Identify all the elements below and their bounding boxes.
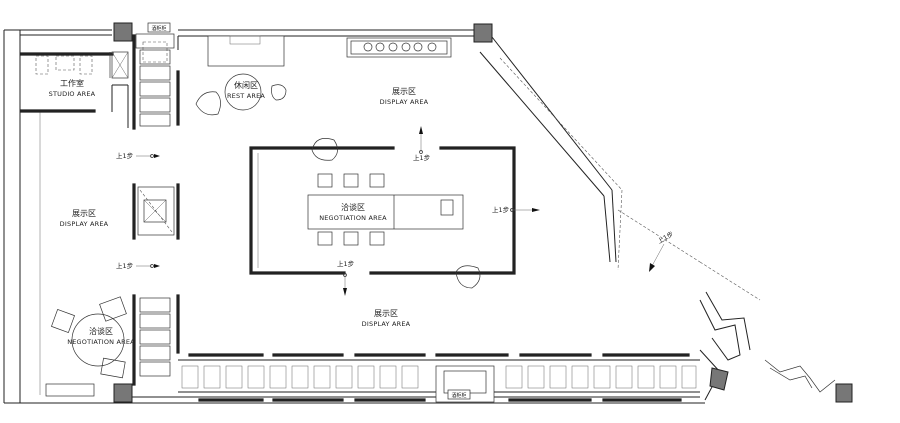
outer-walls [3, 29, 836, 404]
top-service-block: 酒柜柜 [132, 22, 180, 130]
display-area-left-label-en: DISPLAY AREA [60, 220, 109, 228]
negotiation-area-center-label-en: NEGOTIATION AREA [319, 214, 387, 222]
negotiation-area-left-label-en: NEGOTIATION AREA [67, 338, 135, 346]
display-cells [181, 365, 697, 389]
step-label-diagonal: 上1步 [656, 229, 676, 246]
bottom-cabinet-label: 酒柜柜 [451, 392, 466, 399]
step-label-bottom-center: 上1步 [337, 259, 355, 268]
rest-area-label-zh: 休闲区 [234, 80, 258, 90]
top-cabinet-label: 酒柜柜 [151, 25, 166, 32]
studio-area-label-en: STUDIO AREA [49, 90, 96, 98]
left-display-area: 展示区 DISPLAY AREA [60, 183, 180, 240]
center-negotiation-room: 洽谈区 NEGOTIATION AREA [249, 138, 516, 289]
display-area-top-label-zh: 展示区 [392, 87, 416, 96]
left-negotiation-area: 洽谈区 NEGOTIATION AREA [45, 294, 180, 397]
studio-area-label-zh: 工作室 [60, 78, 84, 88]
structural-columns [113, 22, 853, 403]
rest-area-label-en: REST AREA [227, 92, 265, 100]
step-label-left-upper: 上1步 [116, 151, 134, 160]
negotiation-area-center-label-zh: 洽谈区 [341, 202, 365, 212]
display-area-top-label-en: DISPLAY AREA [380, 98, 429, 106]
display-area-left-label-zh: 展示区 [72, 209, 96, 218]
studio-room: 工作室 STUDIO AREA [20, 51, 129, 128]
step-label-right: 上1步 [492, 205, 510, 214]
step-label-top-center: 上1步 [413, 153, 431, 162]
rest-area-furniture: 休闲区 REST AREA [195, 35, 452, 116]
negotiation-area-left-label-zh: 洽谈区 [89, 326, 113, 336]
display-area-bottom-label-zh: 展示区 [374, 309, 398, 318]
display-area-bottom-label-en: DISPLAY AREA [362, 320, 411, 328]
bottom-display-counters: 酒柜柜 [178, 353, 700, 403]
step-label-left-lower: 上1步 [116, 261, 134, 270]
